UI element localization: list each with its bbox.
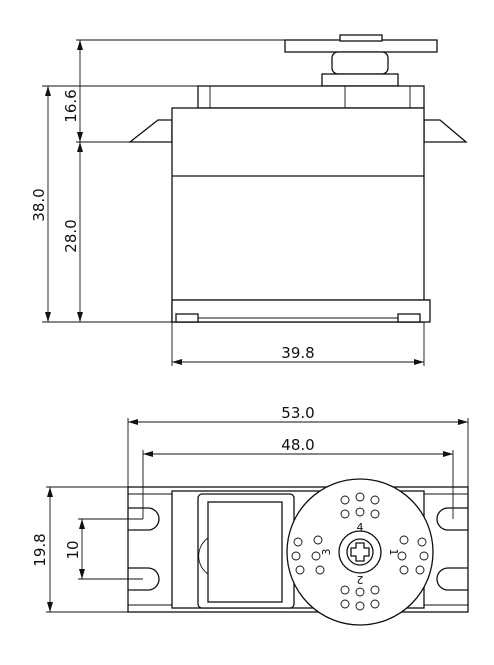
dim-height-body: 28.0 [62, 219, 80, 252]
horn-label-right: 1 [387, 549, 400, 556]
top-view: 4 3 1 2 53.0 48.0 19.8 10 [31, 404, 469, 626]
case-window-arc [198, 537, 209, 575]
side-view: 38.0 28.0 16.6 39.8 [30, 34, 468, 366]
bottom-foot [175, 313, 199, 323]
mount-slot-right-top [436, 507, 468, 531]
bottom-foot [397, 313, 421, 323]
mount-slot-right-bottom [436, 567, 468, 591]
horn-label-top: 4 [357, 521, 364, 534]
phillips-cross-icon [350, 542, 370, 562]
horn-label-left: 3 [320, 549, 333, 556]
mount-tab-right [423, 119, 468, 143]
mount-slot-left-top [128, 507, 160, 531]
top-case [197, 85, 425, 109]
horn-holes [291, 492, 429, 611]
dim-hole-pitch: 10 [64, 540, 82, 559]
dim-height: 19.8 [31, 533, 49, 566]
output-spline [331, 51, 389, 75]
mount-slot-left-bottom [128, 567, 160, 591]
mount-tab-left [128, 119, 173, 143]
dim-height-total: 38.0 [30, 188, 48, 221]
dim-height-top: 16.6 [62, 89, 80, 122]
dim-hole-spacing: 48.0 [281, 436, 314, 454]
bottom-cap [171, 299, 431, 323]
case-window [207, 501, 283, 603]
horn-arm [284, 39, 438, 53]
dim-width-overall: 53.0 [281, 404, 314, 422]
dim-width: 39.8 [281, 344, 314, 362]
servo-body [171, 107, 425, 323]
spline-collar [321, 73, 399, 87]
horn-label-bottom: 2 [357, 573, 364, 586]
horn-screw [346, 538, 374, 566]
horn-screw-head [339, 34, 383, 42]
